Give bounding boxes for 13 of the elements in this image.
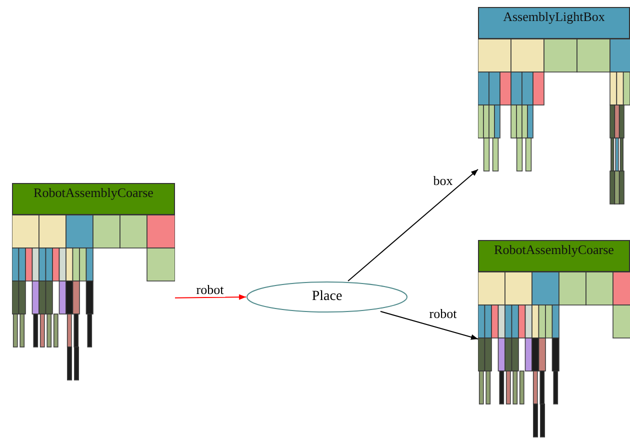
node-label: Place xyxy=(312,289,342,305)
arrow xyxy=(380,310,478,340)
process-ellipse xyxy=(246,281,408,313)
arrow xyxy=(348,168,478,282)
icicle-chart xyxy=(478,7,630,205)
chart-title: RobotAssemblyCoarse xyxy=(12,183,175,215)
arrow xyxy=(174,294,246,300)
icicle-chart xyxy=(478,240,630,438)
edge-label: robot xyxy=(427,307,459,321)
chart-title: RobotAssemblyCoarse xyxy=(478,240,630,272)
icicle-chart xyxy=(12,183,175,381)
edge-label: robot xyxy=(194,283,226,297)
edge-label: box xyxy=(431,174,455,188)
